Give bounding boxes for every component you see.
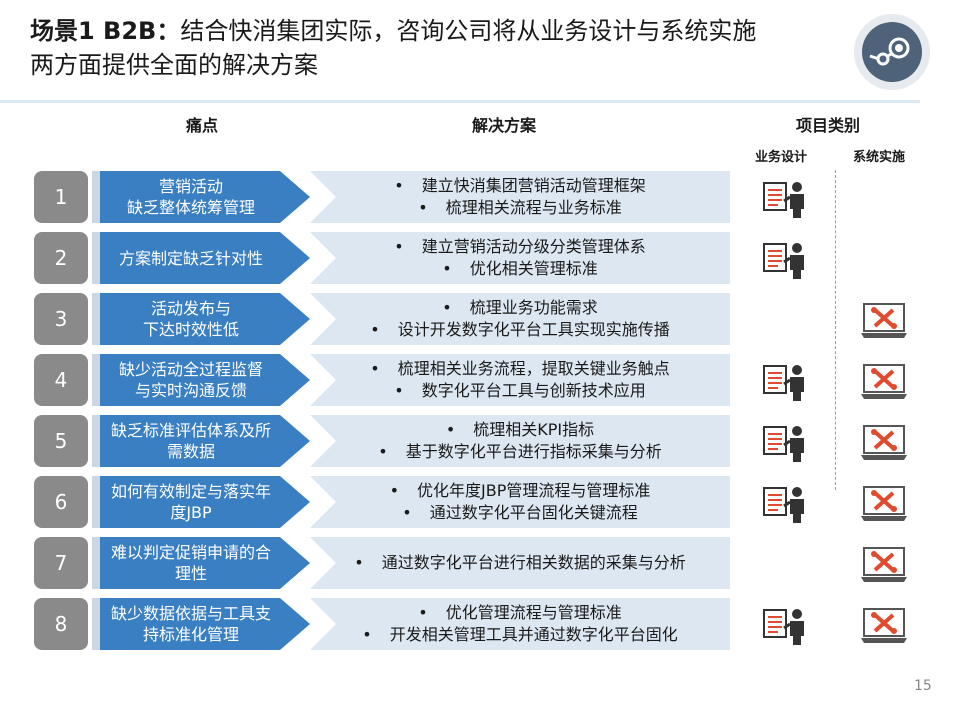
row-number-badge: 5 <box>34 415 88 467</box>
laptop-tools-icon <box>860 423 908 463</box>
pain-point-text: 缺乏标准评估体系及所需数据 <box>110 421 271 461</box>
pain-point-arrow: 缺少数据依据与工具支持标准化管理 <box>100 598 310 650</box>
laptop-tools-icon <box>860 545 908 585</box>
pain-point-text: 方案制定缺乏针对性 <box>118 248 263 268</box>
header-business-design: 业务设计 <box>755 150 808 165</box>
solution-item: 梳理相关KPI指标 <box>378 419 661 441</box>
table-row: 8缺少数据依据与工具支持标准化管理优化管理流程与管理标准开发相关管理工具并通过数… <box>0 598 960 650</box>
pain-point-arrow: 营销活动缺乏整体统筹管理 <box>100 171 310 223</box>
pain-point-text: 缺少数据依据与工具支持标准化管理 <box>110 604 271 644</box>
pain-point-arrow: 难以判定促销申请的合理性 <box>100 537 310 589</box>
pain-point-text: 营销活动缺乏整体统筹管理 <box>126 177 255 217</box>
pain-point-text: 缺少活动全过程监督与实时沟通反馈 <box>118 360 263 400</box>
header-category: 项目类别 <box>796 116 861 135</box>
row-number-badge: 1 <box>34 171 88 223</box>
solution-box: 梳理相关业务流程，提取关键业务触点数字化平台工具与创新技术应用 <box>310 354 730 406</box>
row-number-badge: 4 <box>34 354 88 406</box>
page-title: 场景1 B2B：结合快消集团实际，咨询公司将从业务设计与系统实施 两方面提供全面… <box>30 17 757 79</box>
solution-item: 优化年度JBP管理流程与管理标准 <box>390 480 650 502</box>
table-row: 5缺乏标准评估体系及所需数据梳理相关KPI指标基于数字化平台进行指标采集与分析 <box>0 415 960 467</box>
solution-box: 建立营销活动分级分类管理体系优化相关管理标准 <box>310 232 730 284</box>
solution-item: 梳理业务功能需求 <box>370 297 669 319</box>
page-number: 15 <box>914 678 932 694</box>
solution-item: 建立快消集团营销活动管理框架 <box>394 175 646 197</box>
row-number-badge: 8 <box>34 598 88 650</box>
solution-item: 优化相关管理标准 <box>394 258 645 280</box>
solution-item: 优化管理流程与管理标准 <box>362 602 677 624</box>
title-divider <box>0 100 920 103</box>
pain-point-arrow: 活动发布与下达时效性低 <box>100 293 310 345</box>
solution-box: 优化年度JBP管理流程与管理标准通过数字化平台固化关键流程 <box>310 476 730 528</box>
header-pain: 痛点 <box>186 116 219 135</box>
table-row: 2 方案制定缺乏针对性 建立营销活动分级分类管理体系优化相关管理标准 <box>0 232 960 284</box>
presenter-document-icon <box>762 240 810 280</box>
header-solution: 解决方案 <box>472 116 537 135</box>
presenter-document-icon <box>762 423 810 463</box>
header-system-impl: 系统实施 <box>853 150 906 165</box>
presenter-document-icon <box>762 606 810 646</box>
pain-point-arrow: 缺乏标准评估体系及所需数据 <box>100 415 310 467</box>
laptop-tools-icon <box>860 484 908 524</box>
presenter-document-icon <box>762 362 810 402</box>
solution-item: 开发相关管理工具并通过数字化平台固化 <box>362 624 678 646</box>
solution-item: 梳理相关业务流程，提取关键业务触点 <box>370 358 670 380</box>
solution-item: 通过数字化平台固化关键流程 <box>390 502 651 524</box>
solution-item: 数字化平台工具与创新技术应用 <box>370 380 669 402</box>
solution-item: 建立营销活动分级分类管理体系 <box>394 236 646 258</box>
solution-box: 建立快消集团营销活动管理框架梳理相关流程与业务标准 <box>310 171 730 223</box>
solution-item: 梳理相关流程与业务标准 <box>394 197 645 219</box>
steam-logo-icon <box>854 14 930 90</box>
solution-box: 通过数字化平台进行相关数据的采集与分析 <box>310 537 730 589</box>
category-divider <box>835 170 836 490</box>
laptop-tools-icon <box>860 606 908 646</box>
row-number-badge: 3 <box>34 293 88 345</box>
laptop-tools-icon <box>860 362 908 402</box>
pain-point-arrow: 方案制定缺乏针对性 <box>100 232 310 284</box>
solution-item: 通过数字化平台进行相关数据的采集与分析 <box>354 552 686 574</box>
pain-point-text: 如何有效制定与落实年度JBP <box>110 482 271 522</box>
pain-point-text: 难以判定促销申请的合理性 <box>110 543 271 583</box>
laptop-tools-icon <box>860 301 908 341</box>
solution-box: 优化管理流程与管理标准开发相关管理工具并通过数字化平台固化 <box>310 598 730 650</box>
presenter-document-icon <box>762 179 810 219</box>
presenter-document-icon <box>762 484 810 524</box>
solution-box: 梳理相关KPI指标基于数字化平台进行指标采集与分析 <box>310 415 730 467</box>
pain-point-text: 活动发布与下达时效性低 <box>142 299 239 339</box>
solution-item: 基于数字化平台进行指标采集与分析 <box>378 441 662 463</box>
row-number-badge: 7 <box>34 537 88 589</box>
row-number-badge: 2 <box>34 232 88 284</box>
pain-point-arrow: 缺少活动全过程监督与实时沟通反馈 <box>100 354 310 406</box>
row-number-badge: 6 <box>34 476 88 528</box>
solution-box: 梳理业务功能需求设计开发数字化平台工具实现实施传播 <box>310 293 730 345</box>
solution-item: 设计开发数字化平台工具实现实施传播 <box>370 319 670 341</box>
pain-point-arrow: 如何有效制定与落实年度JBP <box>100 476 310 528</box>
